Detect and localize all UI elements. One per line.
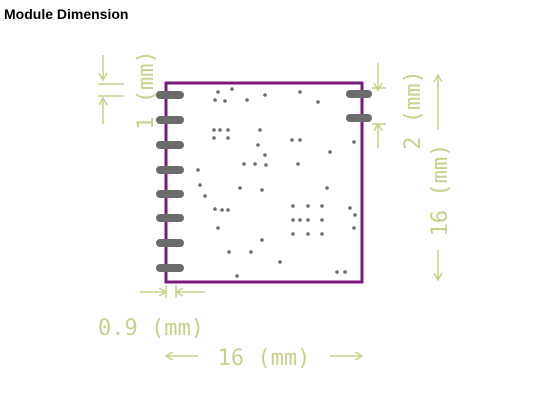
- via-dots: [196, 87, 357, 278]
- left-pads: [156, 91, 184, 272]
- pad-spacing-label: 2 (mm): [401, 70, 426, 149]
- height-label: 16 (mm): [428, 144, 453, 237]
- offset-label: 0.9 (mm): [98, 316, 204, 341]
- pin-pitch-label: 1 (mm): [134, 50, 159, 129]
- module-outline: [164, 81, 364, 284]
- width-label: 16 (mm): [218, 346, 311, 371]
- dimension-lines: [98, 55, 443, 361]
- page-title: Module Dimension: [4, 6, 129, 22]
- right-pads: [346, 90, 372, 122]
